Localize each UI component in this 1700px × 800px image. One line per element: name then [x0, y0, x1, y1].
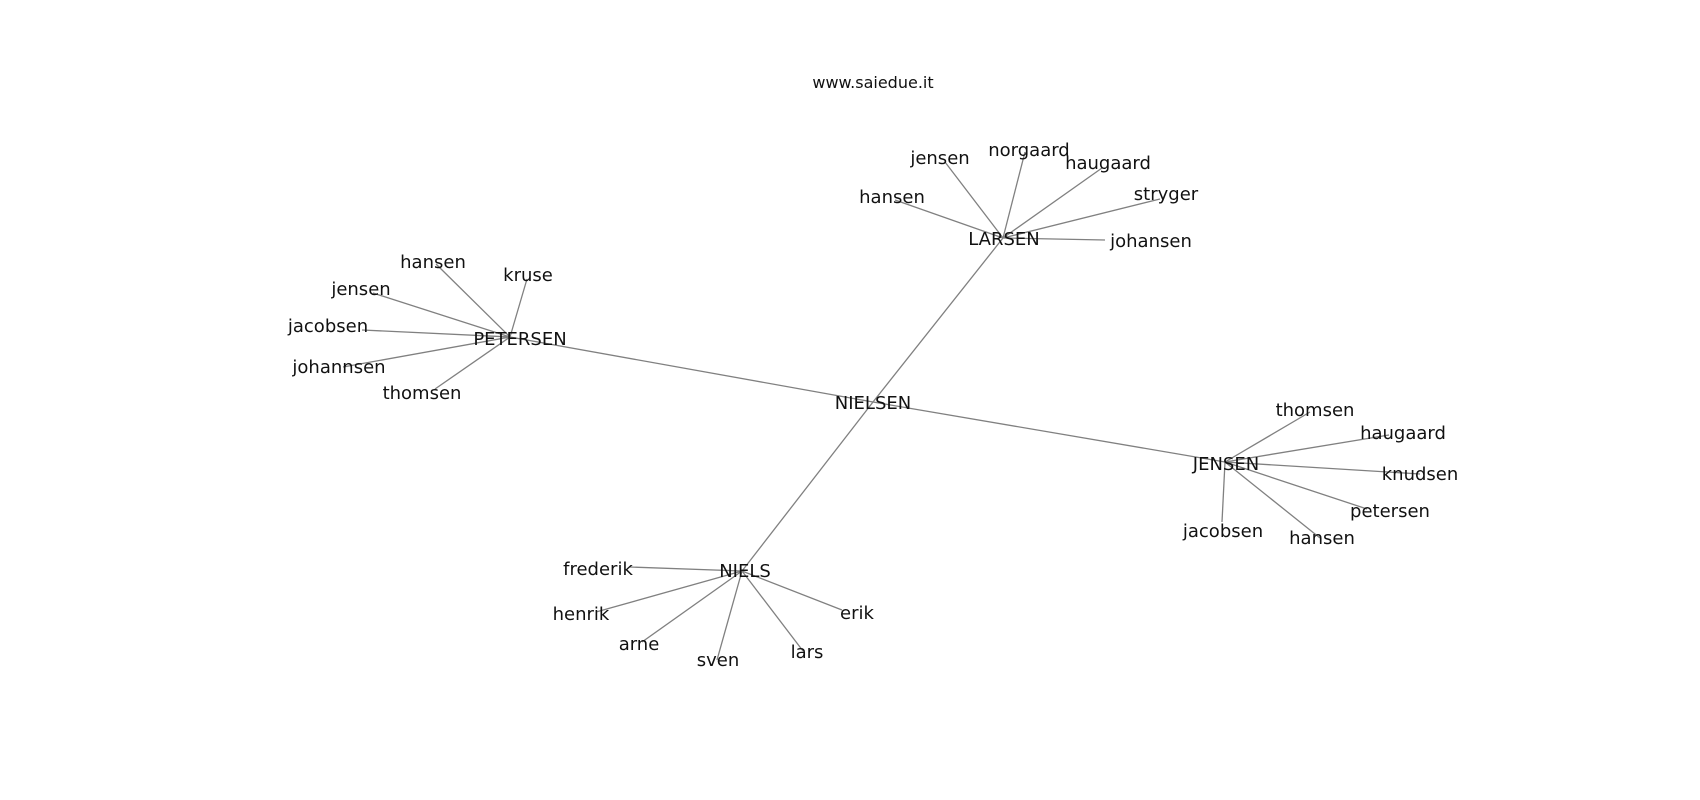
edge-petersen-johannsen	[342, 336, 511, 368]
edge-jensen-knudsen	[1224, 461, 1421, 475]
node-leaf-petersen-hansen: hansen	[400, 252, 466, 273]
node-hub-jensen: JENSEN	[1192, 454, 1259, 475]
node-leaf-petersen-jensen: jensen	[330, 279, 390, 300]
node-leaf-petersen-johannsen: johannsen	[291, 357, 385, 378]
node-leaf-larsen-hansen: hansen	[859, 187, 925, 208]
edge-petersen-jensen	[372, 292, 511, 338]
edge-niels-henrik	[595, 570, 743, 613]
node-leaf-jensen-jacobsen: jacobsen	[1182, 521, 1263, 542]
edge-petersen-thomsen	[434, 336, 511, 390]
edge-larsen-haugaard	[1002, 167, 1103, 239]
edge-larsen-johansen	[1002, 237, 1106, 241]
node-leaf-niels-sven: sven	[697, 650, 740, 671]
node-leaf-larsen-stryger: stryger	[1134, 184, 1199, 205]
edge-root-jensen	[872, 401, 1226, 463]
node-leaf-jensen-hansen: hansen	[1289, 528, 1355, 549]
node-leaf-niels-lars: lars	[791, 642, 824, 663]
edge-petersen-jacobsen	[361, 329, 511, 338]
edge-larsen-stryger	[1002, 198, 1161, 239]
node-hub-larsen: LARSEN	[968, 229, 1040, 250]
edge-jensen-haugaard	[1224, 434, 1390, 463]
node-leaf-niels-henrik: henrik	[553, 604, 610, 625]
edge-petersen-hansen	[435, 263, 511, 338]
node-leaf-petersen-jacobsen: jacobsen	[287, 316, 368, 337]
edge-root-larsen	[872, 237, 1004, 403]
node-leaf-jensen-knudsen: knudsen	[1382, 464, 1459, 485]
node-leaf-niels-erik: erik	[840, 603, 874, 624]
edge-jensen-jacobsen	[1221, 461, 1226, 523]
node-leaf-larsen-jensen: jensen	[909, 148, 969, 169]
node-leaf-petersen-thomsen: thomsen	[383, 383, 462, 404]
node-hub-petersen: PETERSEN	[473, 329, 566, 350]
edges-layer	[342, 151, 1421, 661]
site-credit: www.saiedue.it	[812, 73, 933, 92]
node-leaf-niels-arne: arne	[619, 634, 660, 655]
node-leaf-larsen-johansen: johansen	[1109, 231, 1192, 252]
edge-petersen-kruse	[509, 278, 528, 338]
edge-root-niels	[741, 401, 874, 572]
node-hub-niels: NIELS	[719, 561, 771, 582]
node-root-nielsen: NIELSEN	[835, 393, 911, 414]
node-leaf-jensen-thomsen: thomsen	[1276, 400, 1355, 421]
edge-jensen-thomsen	[1224, 411, 1311, 463]
edge-larsen-norgaard	[1002, 151, 1026, 239]
node-leaf-larsen-haugaard: haugaard	[1065, 153, 1151, 174]
node-leaf-jensen-haugaard: haugaard	[1360, 423, 1446, 444]
node-leaf-jensen-petersen: petersen	[1350, 501, 1430, 522]
edge-niels-arne	[641, 570, 743, 643]
edge-niels-sven	[716, 570, 743, 661]
node-leaf-niels-frederik: frederik	[563, 559, 633, 580]
edge-larsen-hansen	[894, 199, 1004, 239]
edge-niels-frederik	[629, 566, 743, 572]
node-leaf-petersen-kruse: kruse	[503, 265, 553, 286]
edge-root-petersen	[509, 336, 874, 403]
edge-jensen-hansen	[1224, 461, 1321, 539]
edge-larsen-jensen	[944, 161, 1004, 239]
node-leaf-larsen-norgaard: norgaard	[988, 140, 1070, 161]
edge-niels-erik	[741, 570, 843, 611]
edge-niels-lars	[741, 570, 804, 652]
edge-jensen-petersen	[1224, 461, 1368, 510]
